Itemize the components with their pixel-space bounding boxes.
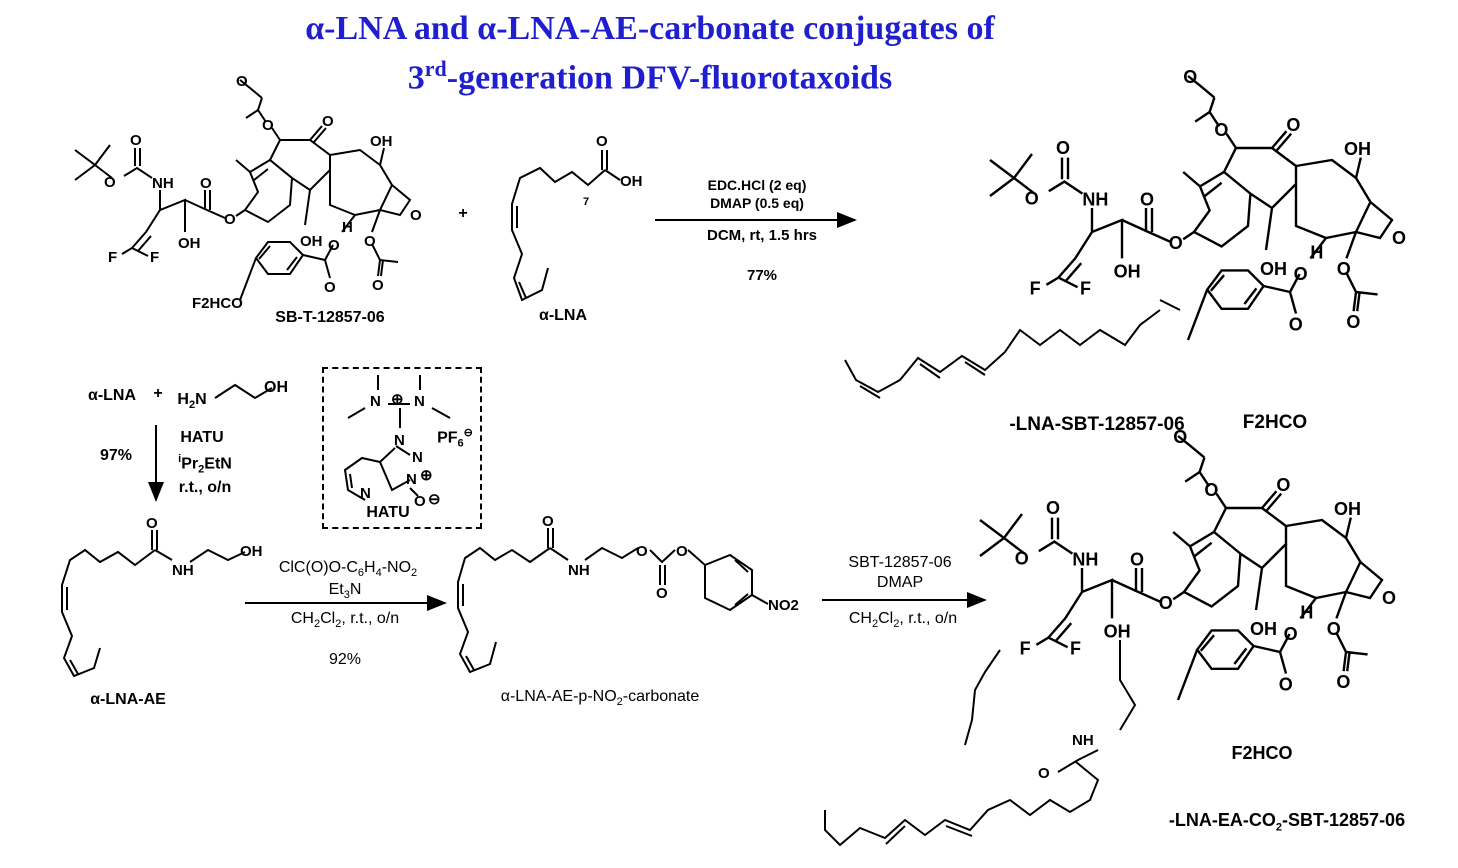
step2-reactant: α-LNA [87, 387, 137, 404]
alpha-lna-ae-label: α-LNA-AE [90, 691, 166, 708]
charge-label: ⊖ [428, 491, 441, 508]
ethanolamine-oh: OH [264, 379, 288, 396]
charge-label: ⊕ [420, 467, 433, 484]
atom-label: O [596, 133, 608, 150]
atom-label: NH [568, 562, 590, 579]
product1-label: -LNA-SBT-12857-06 [1009, 414, 1185, 435]
alpha-lna-structure: O OH 7 [511, 133, 643, 302]
charge-label: ⊕ [391, 391, 404, 408]
atom-label: N [370, 393, 381, 410]
hatu-dashed-box [322, 367, 482, 529]
atom-label: O [636, 543, 648, 560]
product1-taxoid-structure [988, 66, 1408, 342]
product2-f2hco: F2HCO [1231, 743, 1293, 763]
step1-conditions: DCM, rt, 1.5 hrs [706, 227, 818, 244]
step4-conditions: CH2Cl2, r.t., o/n [848, 610, 958, 631]
atom-label: N [406, 471, 417, 488]
atom-label: OH [620, 173, 643, 190]
step2-plus: + [153, 385, 163, 402]
ethanolamine-bonds [214, 383, 273, 400]
step1-yield: 77% [746, 267, 778, 284]
atom-label: F2HCO [192, 295, 243, 312]
atom-label: O [414, 493, 426, 510]
atom-label: O [146, 515, 158, 532]
alpha-lna-ae-structure: O NH OH [61, 515, 263, 678]
atom-label: O [542, 513, 554, 530]
step2-reagent-1: HATU [180, 429, 224, 446]
step3-reagent-2: Et3N [328, 581, 362, 602]
atom-label: NH [172, 562, 194, 579]
step2-yield: 97% [99, 447, 133, 464]
atom-label: N [412, 449, 423, 466]
step2-conditions: r.t., o/n [178, 479, 232, 496]
product2-fatty-chain [824, 640, 1137, 847]
step2-reagent-2: iPr2EtN [178, 453, 232, 476]
atom-label: OH [240, 543, 263, 560]
product1-fatty-chain [844, 299, 1181, 399]
title-line-2: 3rd-generation DFV-fluorotaxoids [407, 56, 893, 97]
atom-label: O [676, 543, 688, 560]
hatu-label: HATU [366, 504, 410, 521]
plus-sign: + [458, 205, 468, 222]
atom-label: O [656, 585, 668, 602]
step1-reagent-1: EDC.HCl (2 eq) [707, 177, 807, 193]
sbt-label: SB-T-12857-06 [275, 309, 385, 326]
product2-label: -LNA-EA-CO2-SBT-12857-06 [1168, 810, 1406, 834]
step4-reagent-1: SBT-12857-06 [848, 554, 952, 571]
atom-label: N [360, 485, 371, 502]
title-line-1: α-LNA and α-LNA-AE-carbonate conjugates … [305, 10, 995, 47]
product1-f2hco: F2HCO [1242, 412, 1308, 433]
step1-reagent-2: DMAP (0.5 eq) [710, 195, 804, 211]
atom-label: NH [1072, 732, 1094, 749]
sbt-12857-06-structure [74, 72, 423, 301]
step4-reagent-2: DMAP [876, 574, 924, 591]
step3-yield: 92% [328, 651, 362, 668]
atom-label: 7 [583, 196, 589, 208]
atom-label: N [414, 393, 425, 410]
atom-label: O [1038, 765, 1050, 782]
atom-label: NO2 [768, 597, 799, 614]
atom-label: N [394, 432, 405, 449]
product2-taxoid-structure [978, 426, 1398, 702]
step3-conditions: CH2Cl2, r.t., o/n [290, 610, 400, 631]
ethanolamine-amine: H2N [177, 391, 207, 412]
alpha-lna-label: α-LNA [538, 307, 588, 324]
pf6-label: PF6⊖ [437, 427, 473, 450]
step3-reagent-1: ClC(O)O-C6H4-NO2 [278, 559, 418, 580]
hatu-structure: N N ⊕ N N N ⊕ N O ⊖ [343, 375, 451, 510]
alpha-lna-ae-carbonate-structure: O NH O O O NO2 [457, 513, 799, 674]
carbonate-label: α-LNA-AE-p-NO2-carbonate [500, 688, 700, 709]
